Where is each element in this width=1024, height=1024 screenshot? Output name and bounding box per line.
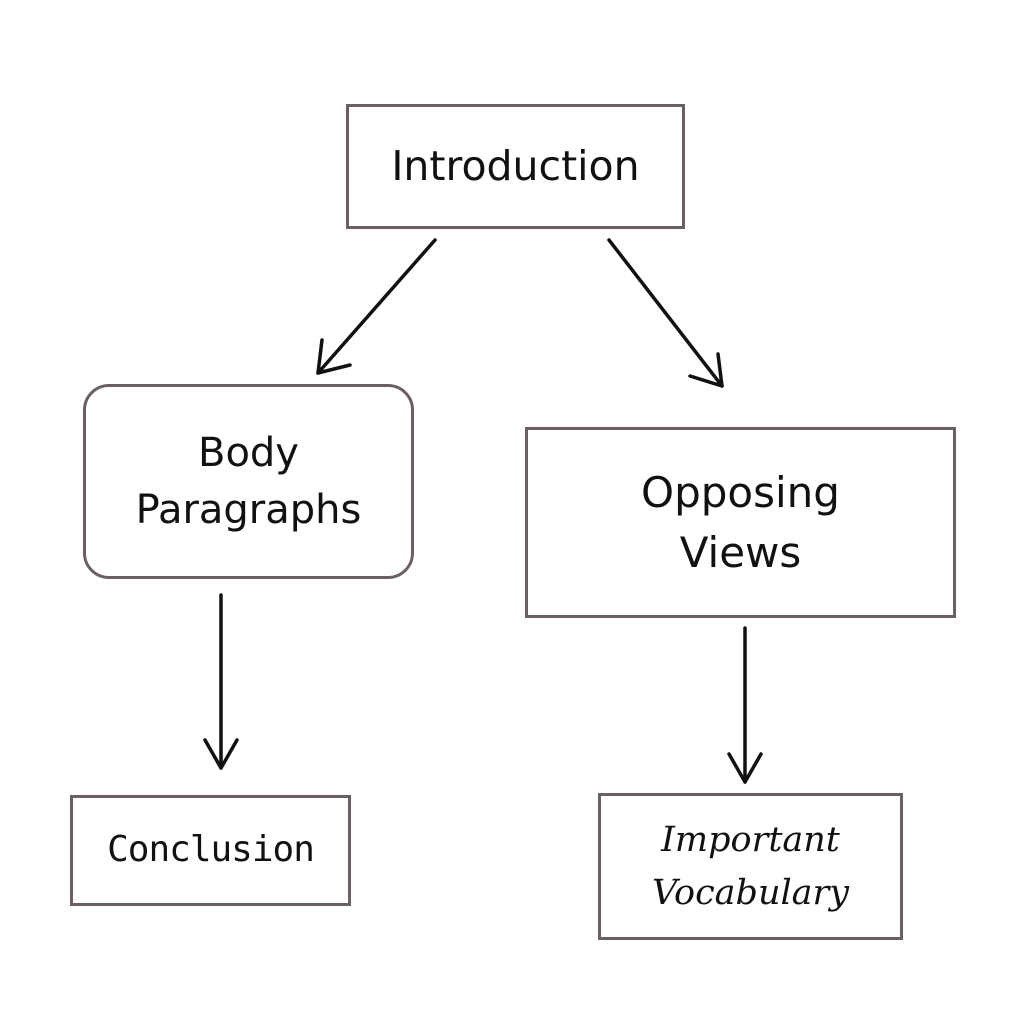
- introduction-label: Introduction: [391, 141, 640, 190]
- body-paragraphs-label-line2: Paragraphs: [135, 486, 362, 533]
- introduction-box: Introduction: [346, 104, 685, 229]
- conclusion-box: Conclusion: [70, 795, 351, 906]
- important-vocabulary-label-line1: Important: [661, 820, 840, 860]
- arrow-opposing-to-vocabulary: [727, 626, 763, 784]
- opposing-views-box: Opposing Views: [525, 427, 956, 618]
- important-vocabulary-label-line2: Vocabulary: [651, 872, 850, 913]
- arrow-body-to-conclusion: [203, 593, 239, 770]
- conclusion-label: Conclusion: [107, 829, 315, 871]
- arrow-intro-to-body: [316, 238, 437, 375]
- opposing-views-label-line2: Views: [679, 527, 802, 577]
- arrow-intro-to-opposing: [607, 238, 724, 388]
- opposing-views-label-line1: Opposing: [641, 467, 840, 517]
- important-vocabulary-box: Important Vocabulary: [598, 793, 903, 940]
- body-paragraphs-label-line1: Body: [198, 429, 299, 476]
- body-paragraphs-box: Body Paragraphs: [83, 384, 414, 579]
